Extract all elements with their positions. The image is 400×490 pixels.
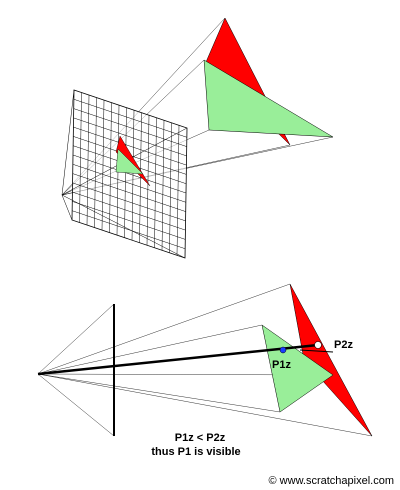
green-triangle-far [203,59,334,138]
image-plane-grid [71,89,188,259]
green-triangle-bottom [261,324,334,413]
caption-line-2: thus P1 is visible [151,446,240,458]
top-figure [61,17,334,259]
bottom-figure: P1z P2z P1z < P2z thus P1 is visible [37,283,373,458]
p2-label: P2z [334,339,353,351]
depth-marker-line [299,349,334,353]
p2-point [314,341,322,349]
p1-label: P1z [272,359,291,371]
p1-point [279,346,287,354]
credit-text: © www.scratchapixel.com [269,475,394,487]
red-triangle-bottom [289,283,373,437]
caption-line-1: P1z < P2z [175,432,226,444]
green-triangle-projected [115,148,144,175]
view-ray [37,343,319,376]
frustum-edges-bottom [37,283,373,437]
